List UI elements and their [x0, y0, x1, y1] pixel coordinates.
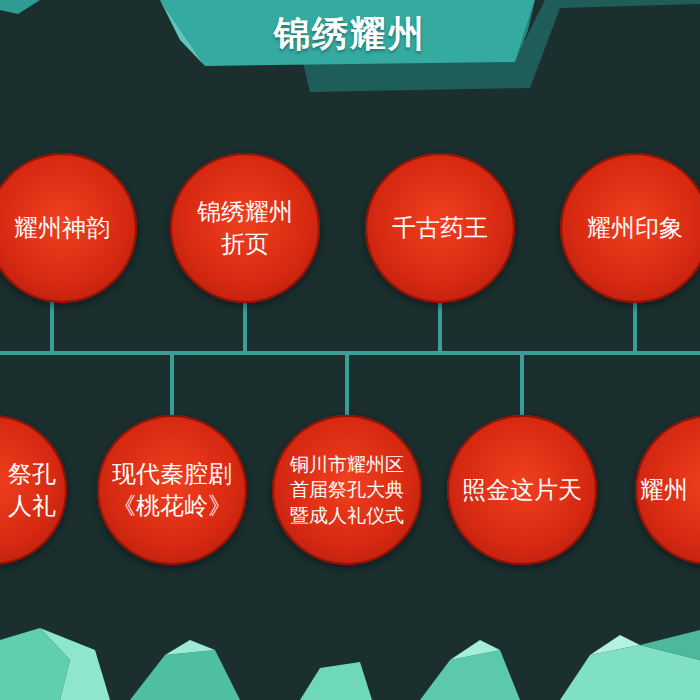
circle-node: 照金这片天: [447, 415, 597, 565]
node-label: 锦绣耀州 折页: [192, 196, 298, 261]
node-text-wrap: 铜川市耀州区 首届祭孔大典 暨成人礼仪式: [286, 452, 408, 529]
circle-node: 铜川市耀州区 首届祭孔大典 暨成人礼仪式: [272, 415, 422, 565]
node-label: 现代秦腔剧 《桃花岭》: [107, 458, 237, 523]
node-label: 祭孔 人礼: [4, 458, 59, 523]
node-text-wrap: 耀州印象: [580, 212, 690, 244]
node-label: 耀州神韵: [7, 212, 117, 244]
node-text-wrap: 照金这片天: [457, 474, 587, 506]
node-text-wrap: 现代秦腔剧 《桃花岭》: [107, 458, 237, 523]
corner-shard: [0, 0, 40, 14]
circle-node: 锦绣耀州 折页: [170, 153, 320, 303]
node-text-wrap: 千古药王: [385, 212, 495, 244]
bus-stub: [345, 353, 349, 420]
node-text-wrap: 锦绣耀州 折页: [192, 196, 298, 261]
bus-stub: [633, 300, 637, 353]
node-label: 照金这片天: [457, 474, 587, 506]
bus-stub: [170, 353, 174, 420]
circle-node: 现代秦腔剧 《桃花岭》: [97, 415, 247, 565]
bus-stub: [520, 353, 524, 420]
circle-node: 祭孔 人礼: [0, 415, 67, 565]
circle-node: 千古药王: [365, 153, 515, 303]
node-label: 耀州印象: [580, 212, 690, 244]
node-text-wrap: 祭孔 人礼: [4, 458, 59, 523]
circle-node: 耀州: [635, 415, 700, 565]
bus-stub: [438, 300, 442, 353]
circle-node: 耀州神韵: [0, 153, 137, 303]
title-banner-facet: [160, 0, 205, 66]
diagram-title: 锦绣耀州: [0, 10, 700, 59]
node-text-wrap: 耀州: [635, 474, 693, 506]
circle-node: 耀州印象: [560, 153, 700, 303]
crystal-ground: [0, 628, 700, 700]
node-label: 千古药王: [385, 212, 495, 244]
node-label: 铜川市耀州区 首届祭孔大典 暨成人礼仪式: [286, 452, 408, 529]
node-label: 耀州: [635, 474, 693, 506]
bus-stub: [50, 300, 54, 353]
bus-stub: [243, 300, 247, 353]
node-text-wrap: 耀州神韵: [7, 212, 117, 244]
bus-line: [0, 351, 700, 355]
title-banner-facet: [515, 0, 535, 62]
